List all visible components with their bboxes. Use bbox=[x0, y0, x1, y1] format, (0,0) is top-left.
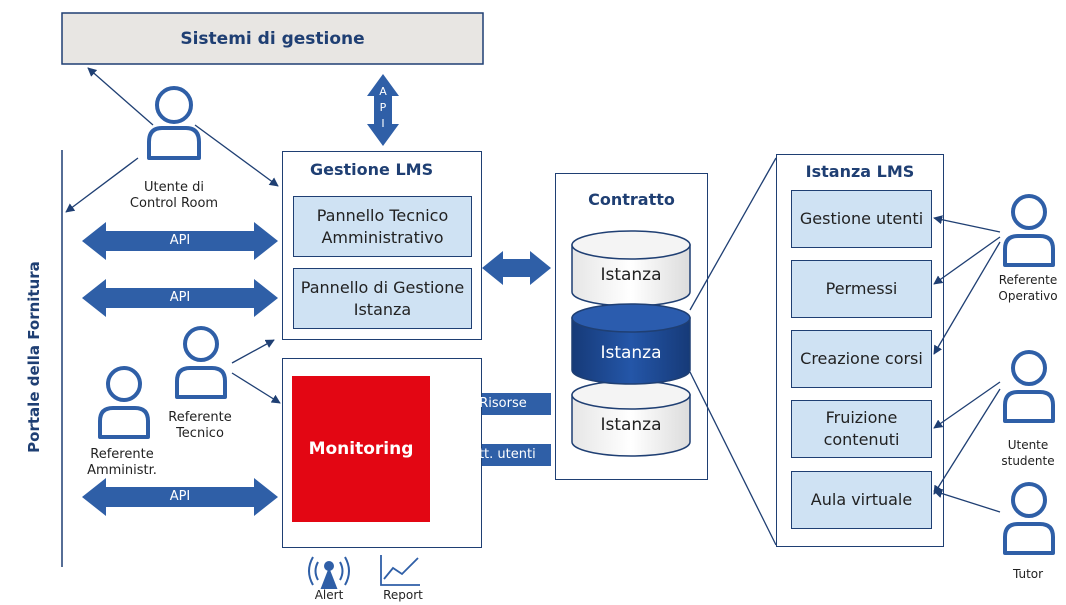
item-gestione-utenti[interactable]: Gestione utenti bbox=[791, 190, 932, 248]
api-label-1: API bbox=[169, 233, 191, 248]
istanza-label-2: Istanza bbox=[600, 343, 662, 363]
person-icon-referente-amministr bbox=[98, 366, 150, 439]
cylinder-istanza-2 bbox=[571, 303, 691, 385]
cylinder-istanza-1 bbox=[571, 230, 691, 307]
report-label: Report bbox=[383, 588, 423, 602]
risorse-label: Risorse bbox=[479, 396, 527, 411]
alert-label: Alert bbox=[314, 588, 344, 602]
api-arrow-3 bbox=[82, 478, 278, 516]
person-icon-control-room bbox=[147, 86, 201, 160]
api-label-2: API bbox=[169, 290, 191, 305]
api-arrow-2 bbox=[82, 279, 278, 317]
att-utenti-label: Att. utenti bbox=[470, 447, 536, 462]
person-icon-referente-tecnico bbox=[175, 326, 227, 399]
item-fruizione-contenuti[interactable]: Fruizione contenuti bbox=[791, 400, 932, 458]
panel-tecnico-amministrativo[interactable]: Pannello Tecnico Amministrativo bbox=[293, 196, 472, 257]
api-vertical-label: A P I bbox=[379, 85, 387, 130]
alert-icon bbox=[308, 556, 350, 589]
person-icon-referente-operativo bbox=[1003, 194, 1055, 267]
user-label-referente-tecnico: Referente Tecnico bbox=[168, 410, 232, 441]
chart-icon bbox=[380, 555, 420, 586]
contratto-title: Contratto bbox=[588, 190, 675, 209]
istanza-lms-box bbox=[776, 154, 944, 547]
user-label-utente-studente: Utente studente bbox=[1001, 438, 1055, 468]
sidebar-label: Portale della Fornitura bbox=[25, 261, 43, 453]
cylinder-istanza-3 bbox=[571, 380, 691, 457]
user-label-referente-amministr: Referente Amministr. bbox=[87, 447, 157, 478]
item-permessi[interactable]: Permessi bbox=[791, 260, 932, 318]
header-title: Sistemi di gestione bbox=[180, 28, 365, 49]
item-creazione-corsi[interactable]: Creazione corsi bbox=[791, 330, 932, 388]
api-arrow-1 bbox=[82, 222, 278, 260]
user-label-referente-operativo: Referente Operativo bbox=[998, 273, 1058, 303]
monitoring-panel[interactable]: Monitoring bbox=[292, 376, 430, 522]
user-label-tutor: Tutor bbox=[1012, 567, 1044, 581]
istanza-lms-title: Istanza LMS bbox=[805, 162, 915, 181]
istanza-label-3: Istanza bbox=[600, 415, 662, 435]
gestione-contratto-arrow bbox=[482, 251, 551, 285]
panel-gestione-istanza[interactable]: Pannello di Gestione Istanza bbox=[293, 268, 472, 329]
person-icon-tutor bbox=[1003, 482, 1055, 555]
item-aula-virtuale[interactable]: Aula virtuale bbox=[791, 471, 932, 529]
gestione-lms-title: Gestione LMS bbox=[310, 160, 434, 179]
api-vertical-arrow bbox=[367, 74, 399, 146]
person-icon-utente-studente bbox=[1003, 350, 1055, 423]
header-box bbox=[61, 12, 484, 65]
istanza-label-1: Istanza bbox=[600, 265, 662, 285]
api-label-3: API bbox=[169, 489, 191, 504]
contratto-box bbox=[555, 173, 708, 480]
user-label-control-room: Utente di Control Room bbox=[129, 180, 219, 211]
